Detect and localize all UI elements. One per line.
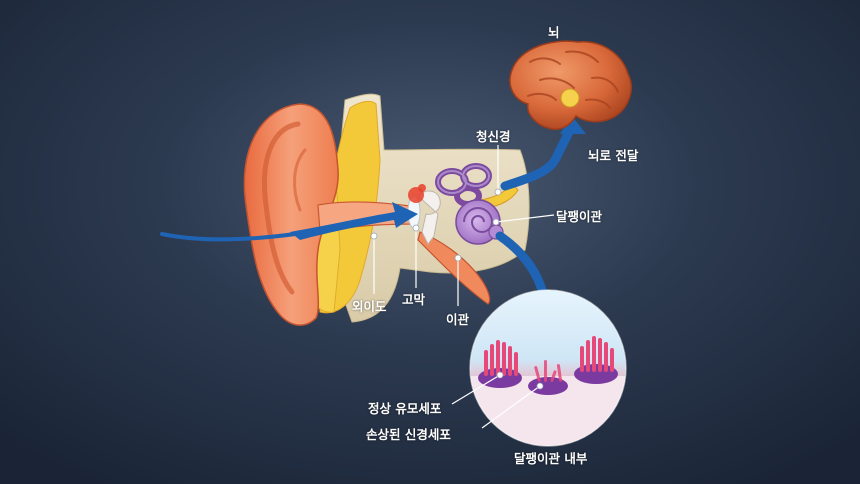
label-auditory-nerve: 청신경: [476, 129, 511, 144]
brain-shape: [509, 40, 632, 130]
label-eustachian-tube: 이관: [446, 312, 470, 327]
to-brain-arrow: [500, 125, 575, 191]
auditory-nerve-shape: [479, 183, 519, 209]
label-eardrum: 고막: [402, 292, 426, 307]
label-ear-canal: 외이도: [352, 299, 387, 314]
label-damaged-nerve-cells: 손상된 신경세포: [366, 427, 451, 442]
cochlea-inside-view: [469, 289, 627, 447]
label-to-brain: 뇌로 전달: [588, 148, 639, 163]
label-brain: 뇌: [548, 25, 560, 40]
label-cochlea: 달팽이관: [556, 209, 603, 224]
label-cochlea-inside: 달팽이관 내부: [514, 451, 588, 466]
ossicles: [417, 190, 441, 245]
to-cochlea-inside-arrow: [495, 231, 547, 295]
label-normal-hair-cells: 정상 유모세포: [368, 401, 442, 416]
